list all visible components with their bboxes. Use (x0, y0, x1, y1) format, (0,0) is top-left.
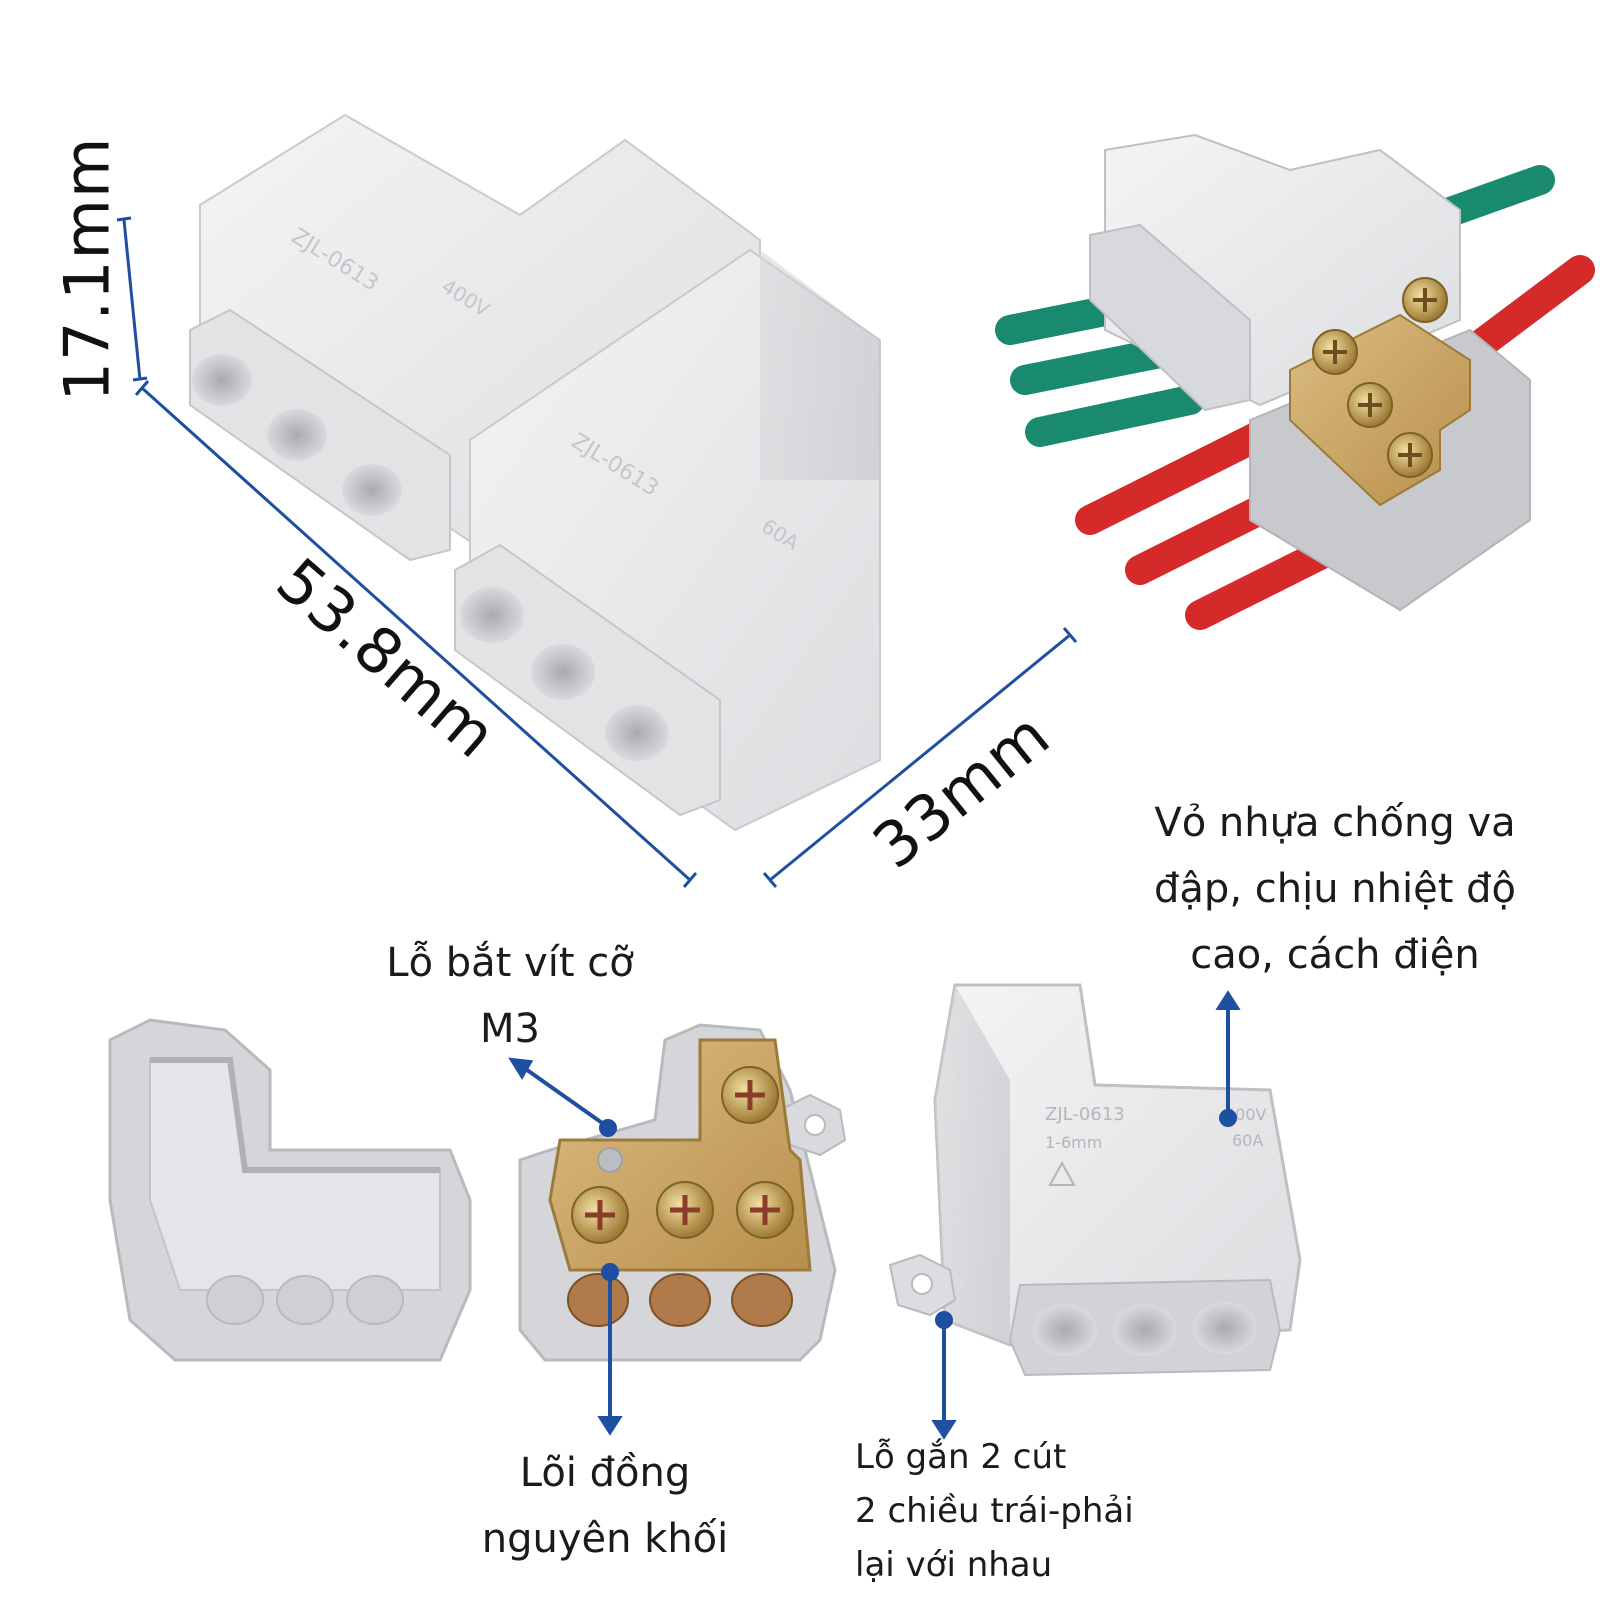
caption-line: M3 (480, 1006, 540, 1052)
caption-line: Lỗ gắn 2 cút (855, 1437, 1067, 1477)
copper-core-caption: Lõi đồng nguyên khối (470, 1440, 740, 1572)
height-dimension-label: 17.1mm (50, 136, 124, 402)
screw-hole-pointer (518, 1063, 607, 1127)
embossed-current-text: 60A (1232, 1131, 1263, 1150)
caption-line: Vỏ nhựa chống va (1154, 800, 1516, 846)
wire-hole (731, 1273, 793, 1327)
embossed-size-text: 1-6mm (1045, 1133, 1102, 1152)
shell-caption: Vỏ nhựa chống va đập, chịu nhiệt độ cao,… (1140, 790, 1530, 988)
green-wire (1025, 385, 1205, 447)
wire-hole (267, 409, 327, 461)
wired-connector-photo (995, 133, 1595, 630)
wire-hole (567, 1273, 629, 1327)
caption-line: đập, chịu nhiệt độ (1154, 866, 1516, 912)
wire-hole (192, 354, 252, 406)
dimension-lines (116, 216, 1078, 888)
mount-hole-caption: Lỗ gắn 2 cút 2 chiều trái-phải lại với n… (855, 1430, 1175, 1592)
wire-hole (1113, 1304, 1177, 1356)
caption-line: 2 chiều trái-phải (855, 1491, 1134, 1531)
caption-line: Lõi đồng (519, 1450, 691, 1496)
caption-line: Lỗ bắt vít cỡ (386, 940, 634, 986)
wire-hole (649, 1273, 711, 1327)
copper-terminal-holes (567, 1273, 793, 1327)
screw-group (571, 1066, 794, 1244)
red-wire (1465, 255, 1595, 360)
height-dimension-line (122, 219, 142, 381)
wire-hole (1193, 1302, 1257, 1354)
housing-cover: ZJL-0613 1-6mm 400V 60A (888, 983, 1302, 1377)
caption-line: cao, cách điện (1190, 932, 1480, 978)
screw-group (1312, 277, 1448, 478)
caption-line: nguyên khối (481, 1516, 729, 1562)
wire-hole (460, 587, 524, 643)
length-dimension-line (140, 386, 692, 882)
m3-screw-hole (597, 1147, 623, 1173)
housing-with-copper-core (518, 1023, 847, 1362)
wire-hole (342, 464, 402, 516)
wire-hole (531, 644, 595, 700)
callout-pointers (508, 990, 1241, 1440)
screw-hole-caption: Lỗ bắt vít cỡ M3 (360, 930, 660, 1062)
wire-hole (605, 705, 669, 761)
warning-triangle-icon (1048, 1160, 1076, 1186)
empty-housing-tray (108, 1018, 472, 1362)
connector-front: ZJL-0613 60A (454, 248, 881, 832)
width-dimension-line (769, 633, 1071, 882)
assembled-connector-pair: ZJL-0613 400V ZJL-0613 60A (189, 113, 881, 832)
caption-line: lại với nhau (855, 1545, 1053, 1585)
wire-hole (1033, 1304, 1097, 1356)
embossed-model-text: ZJL-0613 (1045, 1104, 1125, 1125)
